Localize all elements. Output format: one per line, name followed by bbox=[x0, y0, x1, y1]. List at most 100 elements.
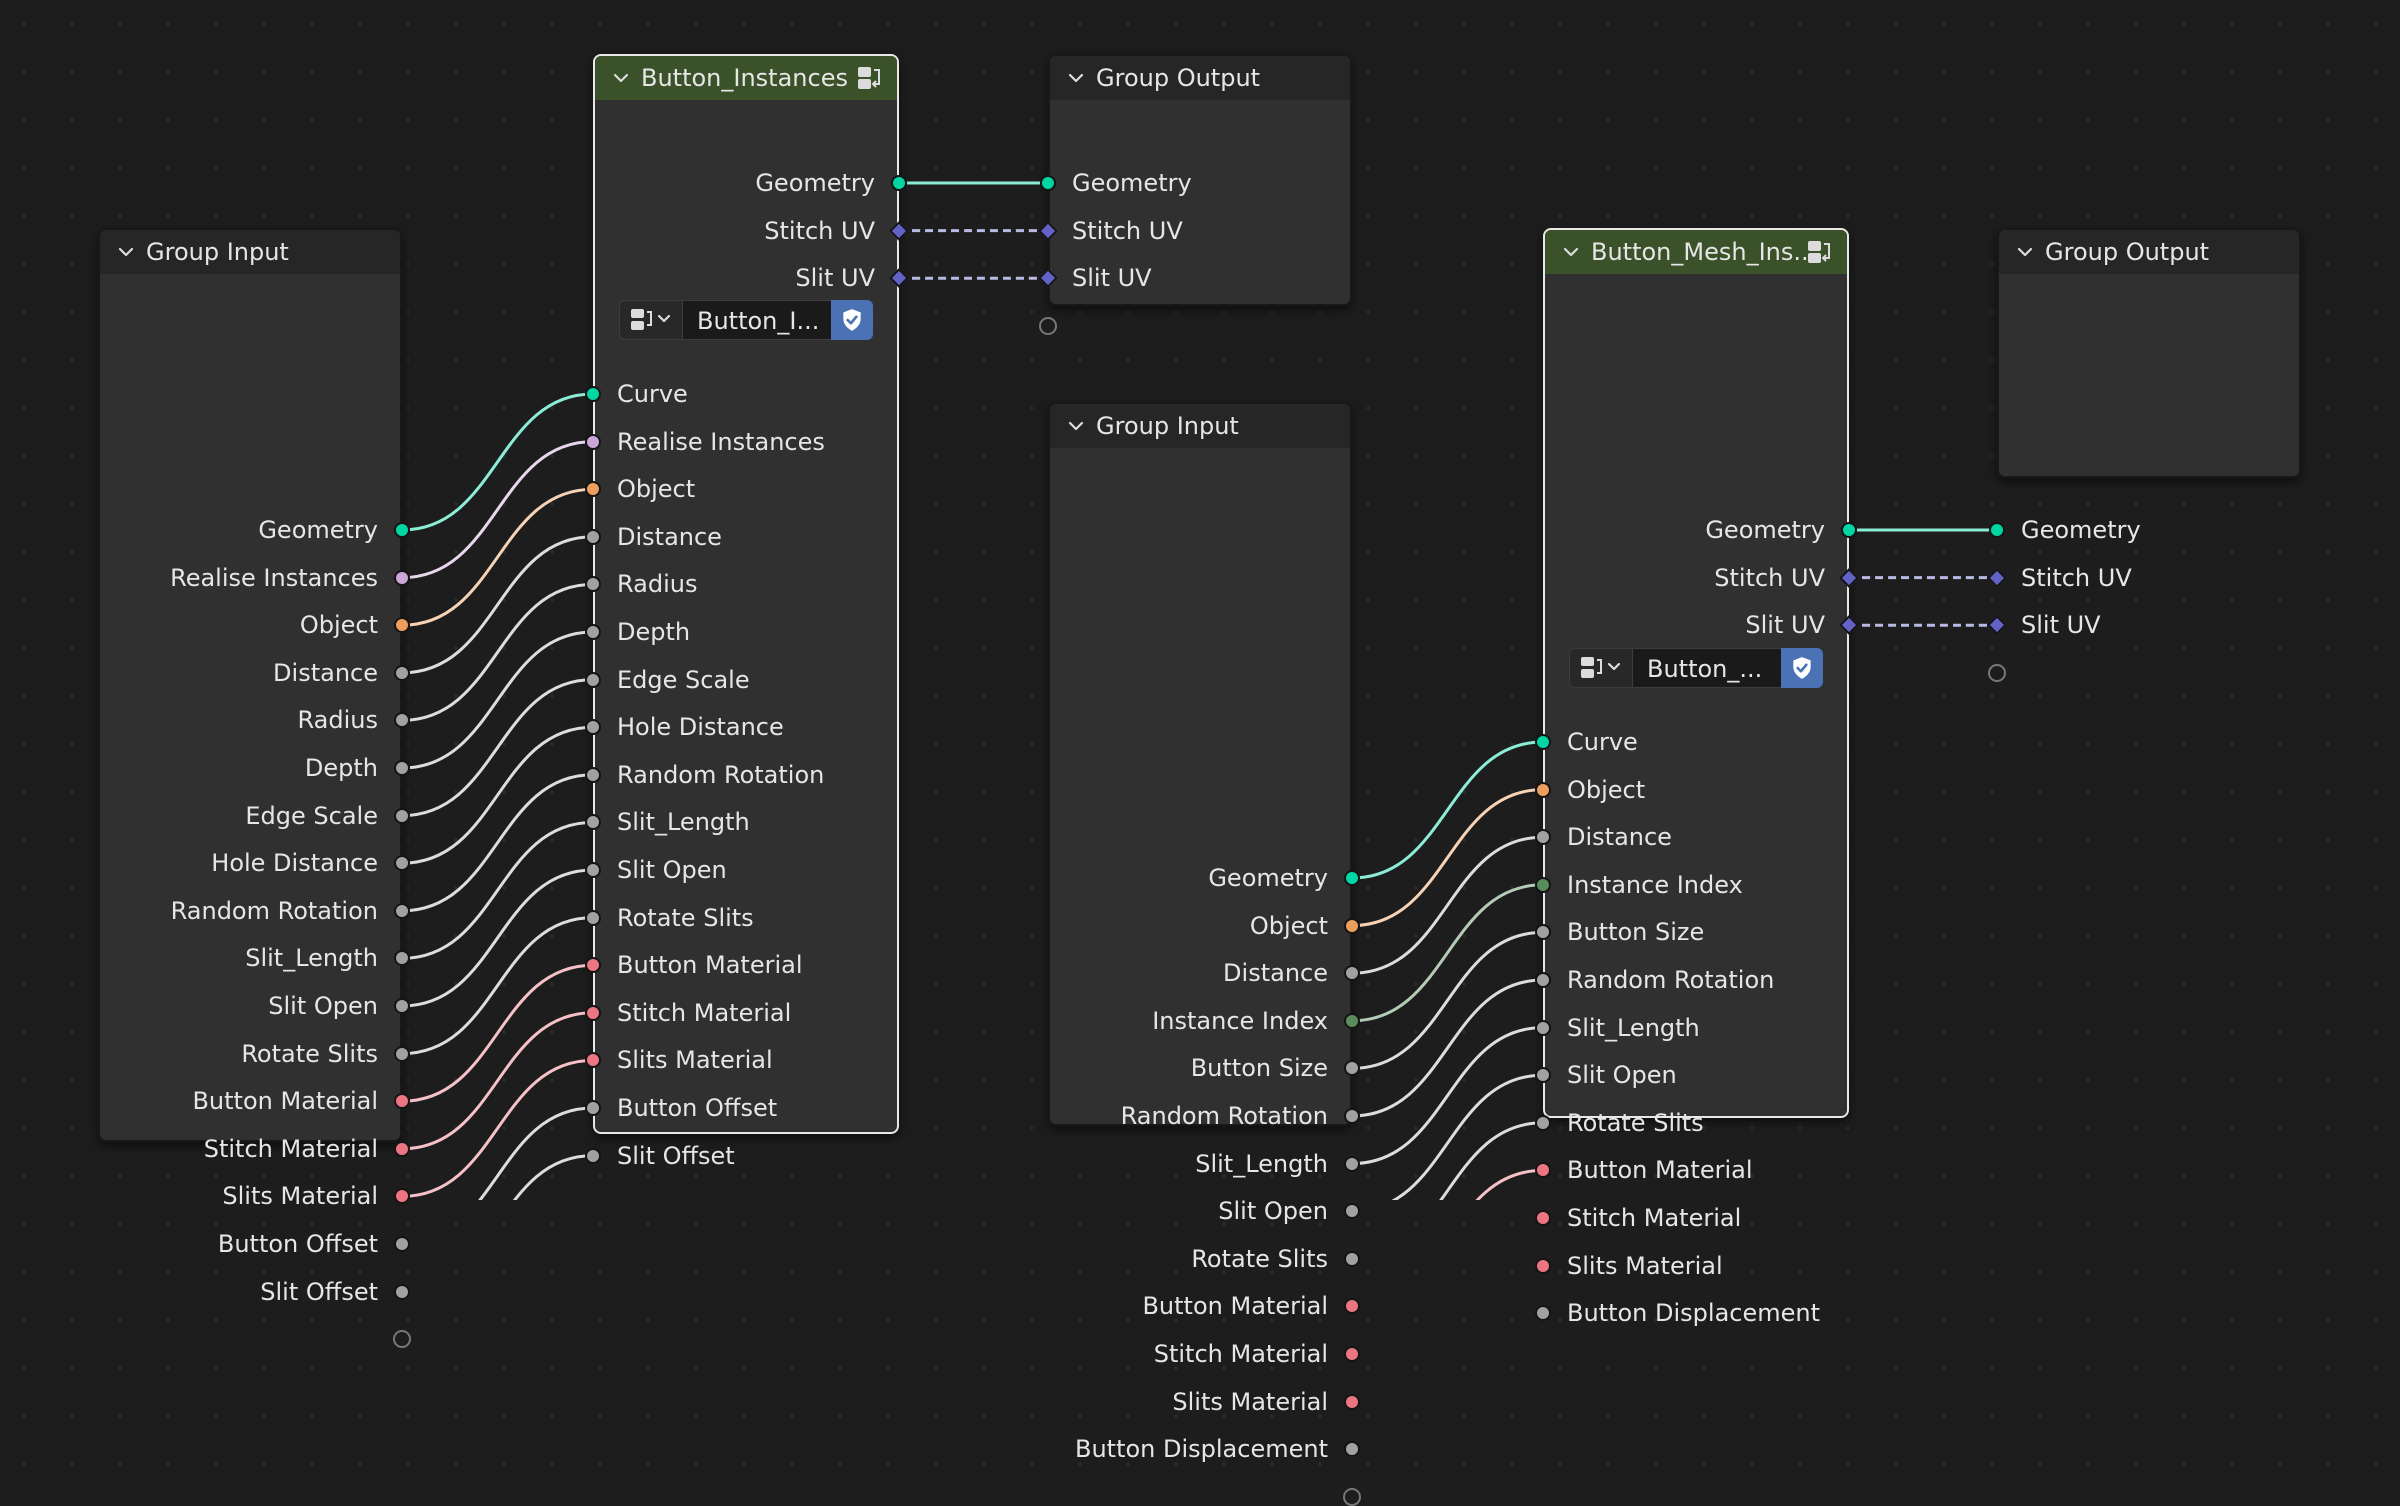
node-tree-name-field[interactable]: Button_... bbox=[1633, 648, 1781, 688]
socket-geometry[interactable] bbox=[1841, 522, 1857, 538]
link-group-input-1-3[interactable] bbox=[401, 535, 594, 675]
link-group-input-1-7[interactable] bbox=[401, 725, 594, 865]
socket-float[interactable] bbox=[1344, 1108, 1360, 1124]
link-group-input-1-14[interactable] bbox=[401, 1058, 594, 1198]
node-tree-browse-icon[interactable] bbox=[619, 300, 683, 340]
socket-float[interactable] bbox=[394, 1283, 410, 1300]
socket-object[interactable] bbox=[1344, 917, 1360, 934]
socket-material[interactable] bbox=[1535, 1257, 1551, 1274]
socket-material[interactable] bbox=[585, 1004, 601, 1021]
link-group-input-1-8[interactable] bbox=[401, 773, 594, 913]
fake-user-shield-icon[interactable] bbox=[831, 300, 873, 340]
socket-empty[interactable] bbox=[1039, 316, 1057, 335]
chevron-down-icon[interactable] bbox=[1561, 242, 1581, 262]
socket-float[interactable] bbox=[394, 712, 410, 729]
socket-boolean[interactable] bbox=[585, 433, 601, 450]
node-group-icon[interactable] bbox=[1805, 238, 1833, 266]
chevron-down-icon[interactable] bbox=[611, 68, 631, 88]
socket-material[interactable] bbox=[585, 1052, 601, 1069]
link-group-input-2-3[interactable] bbox=[1351, 883, 1544, 1023]
socket-float[interactable] bbox=[585, 528, 601, 545]
socket-geometry[interactable] bbox=[1040, 175, 1056, 191]
socket-material[interactable] bbox=[394, 1188, 410, 1205]
node-header[interactable]: Button_Instances bbox=[595, 56, 897, 100]
socket-float[interactable] bbox=[585, 576, 601, 593]
socket-geometry[interactable] bbox=[1989, 522, 2005, 538]
socket-float[interactable] bbox=[1344, 1203, 1360, 1220]
socket-float[interactable] bbox=[585, 1147, 601, 1164]
chevron-down-icon[interactable] bbox=[1066, 416, 1086, 436]
socket-material[interactable] bbox=[394, 1093, 410, 1110]
socket-float[interactable] bbox=[1535, 1114, 1551, 1131]
socket-float[interactable] bbox=[585, 814, 601, 831]
socket-object[interactable] bbox=[394, 617, 410, 634]
link-group-input-1-0[interactable] bbox=[401, 392, 594, 532]
node-header[interactable]: Group Output bbox=[1050, 56, 1350, 100]
socket-float[interactable] bbox=[585, 766, 601, 783]
link-group-input-1-2[interactable] bbox=[401, 487, 594, 627]
chevron-down-icon[interactable] bbox=[116, 242, 136, 262]
socket-float[interactable] bbox=[394, 1045, 410, 1062]
socket-geometry[interactable] bbox=[891, 175, 907, 191]
link-group-input-1-4[interactable] bbox=[401, 582, 594, 722]
node-group-selector[interactable]: Button_I... bbox=[619, 300, 873, 340]
socket-empty[interactable] bbox=[393, 1330, 411, 1349]
socket-float[interactable] bbox=[585, 671, 601, 688]
node-tree-browse-icon[interactable] bbox=[1569, 648, 1633, 688]
link-group-input-2-0[interactable] bbox=[1351, 740, 1544, 880]
socket-float[interactable] bbox=[1344, 1250, 1360, 1267]
socket-float[interactable] bbox=[394, 950, 410, 967]
socket-float[interactable] bbox=[394, 902, 410, 919]
socket-float[interactable] bbox=[1535, 829, 1551, 846]
link-group-input-1-10[interactable] bbox=[401, 868, 594, 1008]
node-group-output[interactable]: Group Output bbox=[1997, 228, 2301, 478]
socket-material[interactable] bbox=[394, 1140, 410, 1157]
chevron-down-icon[interactable] bbox=[2015, 242, 2035, 262]
link-group-input-1-12[interactable] bbox=[401, 963, 594, 1103]
link-group-input-1-6[interactable] bbox=[401, 678, 594, 818]
socket-boolean[interactable] bbox=[394, 569, 410, 586]
link-group-input-2-1[interactable] bbox=[1351, 788, 1544, 928]
link-group-input-1-16[interactable] bbox=[402, 1154, 594, 1200]
socket-float[interactable] bbox=[1535, 1067, 1551, 1084]
socket-material[interactable] bbox=[1535, 1162, 1551, 1179]
link-group-input-1-9[interactable] bbox=[401, 820, 594, 960]
socket-material[interactable] bbox=[1344, 1298, 1360, 1315]
node-header[interactable]: Group Input bbox=[100, 230, 400, 274]
link-group-input-2-8[interactable] bbox=[1352, 1121, 1544, 1200]
node-tree-name-field[interactable]: Button_I... bbox=[683, 300, 831, 340]
socket-integer[interactable] bbox=[1344, 1012, 1360, 1029]
socket-float[interactable] bbox=[585, 862, 601, 878]
socket-material[interactable] bbox=[1535, 1210, 1551, 1226]
link-group-input-1-1[interactable] bbox=[401, 440, 594, 580]
socket-float[interactable] bbox=[585, 719, 601, 736]
socket-float[interactable] bbox=[585, 1100, 601, 1116]
node-group-selector[interactable]: Button_... bbox=[1569, 648, 1823, 688]
socket-object[interactable] bbox=[585, 481, 601, 498]
node-button-instances[interactable]: Button_Instances bbox=[593, 54, 899, 1134]
socket-float[interactable] bbox=[1535, 1019, 1551, 1036]
link-group-input-2-7[interactable] bbox=[1352, 1073, 1544, 1200]
link-group-input-1-11[interactable] bbox=[401, 916, 594, 1056]
socket-vector[interactable] bbox=[1987, 615, 2007, 636]
fake-user-shield-icon[interactable] bbox=[1781, 648, 1823, 688]
socket-material[interactable] bbox=[585, 957, 601, 974]
socket-float[interactable] bbox=[585, 909, 601, 926]
link-group-input-2-9[interactable] bbox=[1352, 1168, 1544, 1200]
node-header[interactable]: Group Input bbox=[1050, 404, 1350, 448]
node-group-input[interactable]: Group Input bbox=[1048, 402, 1352, 1126]
socket-float[interactable] bbox=[1344, 965, 1360, 982]
socket-float[interactable] bbox=[1535, 972, 1551, 988]
socket-float[interactable] bbox=[1344, 1155, 1360, 1172]
socket-empty[interactable] bbox=[1988, 663, 2006, 682]
link-group-input-1-15[interactable] bbox=[402, 1106, 594, 1200]
socket-float[interactable] bbox=[1344, 1441, 1360, 1458]
socket-float[interactable] bbox=[585, 624, 601, 640]
link-group-input-2-5[interactable] bbox=[1351, 978, 1544, 1118]
link-group-input-1-5[interactable] bbox=[401, 630, 594, 770]
socket-material[interactable] bbox=[1344, 1346, 1360, 1362]
node-group-icon[interactable] bbox=[855, 64, 883, 92]
socket-float[interactable] bbox=[394, 807, 410, 824]
node-header[interactable]: Group Output bbox=[1999, 230, 2299, 274]
